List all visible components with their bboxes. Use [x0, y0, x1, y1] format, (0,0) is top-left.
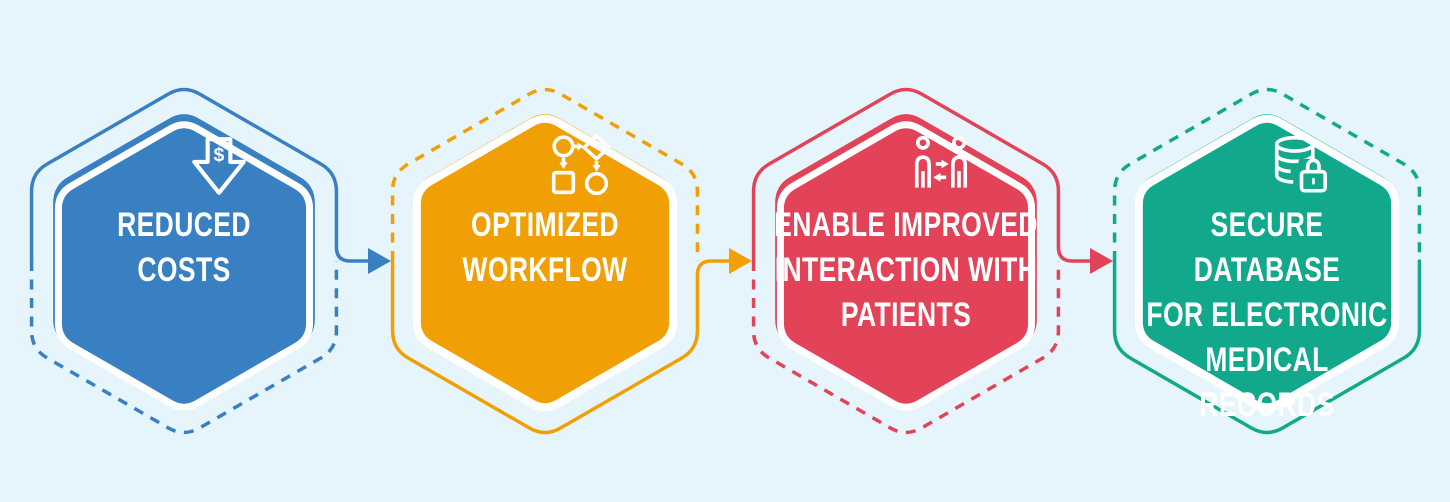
- hexagon-graphic: [751, 87, 1113, 435]
- hexagon-outline-solid: [390, 259, 735, 435]
- hexagon-white-ring: [776, 121, 1036, 411]
- step-label: ENABLE IMPROVED INTERACTION WITH PATIENT…: [774, 206, 1038, 334]
- hexagon-fill: [414, 114, 676, 408]
- hexagon-fill: [1136, 114, 1398, 408]
- hexagon-outline-dashed: [751, 261, 1061, 435]
- hexagon-fill: [775, 114, 1037, 408]
- step-card-secure-database: SECURE DATABASE FOR ELECTRONIC MEDICAL R…: [1097, 51, 1450, 471]
- connector-arrowhead: [368, 248, 391, 274]
- connector-arrowhead: [1090, 248, 1113, 274]
- step-label: SECURE DATABASE FOR ELECTRONIC MEDICAL R…: [1146, 206, 1388, 424]
- hexagon-white-ring: [54, 121, 314, 411]
- hexagon-outline-dashed: [390, 87, 700, 261]
- hexagon-fill: [53, 114, 315, 408]
- hexagon-outline-solid: [1112, 259, 1422, 435]
- dollar-down-arrow-icon: $: [186, 133, 252, 199]
- hexagon-white-ring: [1134, 114, 1400, 412]
- step-card-reduced-costs: $ REDUCED COSTS: [14, 51, 424, 471]
- secure-database-icon: [1269, 133, 1335, 199]
- hexagon-outline-solid: [29, 87, 374, 263]
- step-card-patient-interaction: ENABLE IMPROVED INTERACTION WITH PATIENT…: [736, 51, 1146, 471]
- dollar-sign-glyph: $: [214, 144, 225, 166]
- patient-interaction-icon: [908, 133, 974, 199]
- step-label: OPTIMIZED WORKFLOW: [462, 206, 628, 289]
- hexagon-graphic: [1112, 87, 1422, 435]
- step-label: REDUCED COSTS: [117, 206, 251, 289]
- hexagon-graphic: [29, 87, 391, 435]
- hexagon-graphic: [390, 87, 752, 435]
- workflow-flowchart-icon: [547, 133, 613, 199]
- hexagon-outline-dashed: [1112, 87, 1422, 261]
- step-card-optimized-workflow: OPTIMIZED WORKFLOW: [375, 51, 785, 471]
- hexagon-outline-dashed: [29, 261, 339, 435]
- hexagon-white-ring: [412, 114, 678, 412]
- connector-arrowhead: [729, 248, 752, 274]
- hexagon-outline-solid: [751, 87, 1096, 263]
- lock-backing: [1298, 158, 1331, 193]
